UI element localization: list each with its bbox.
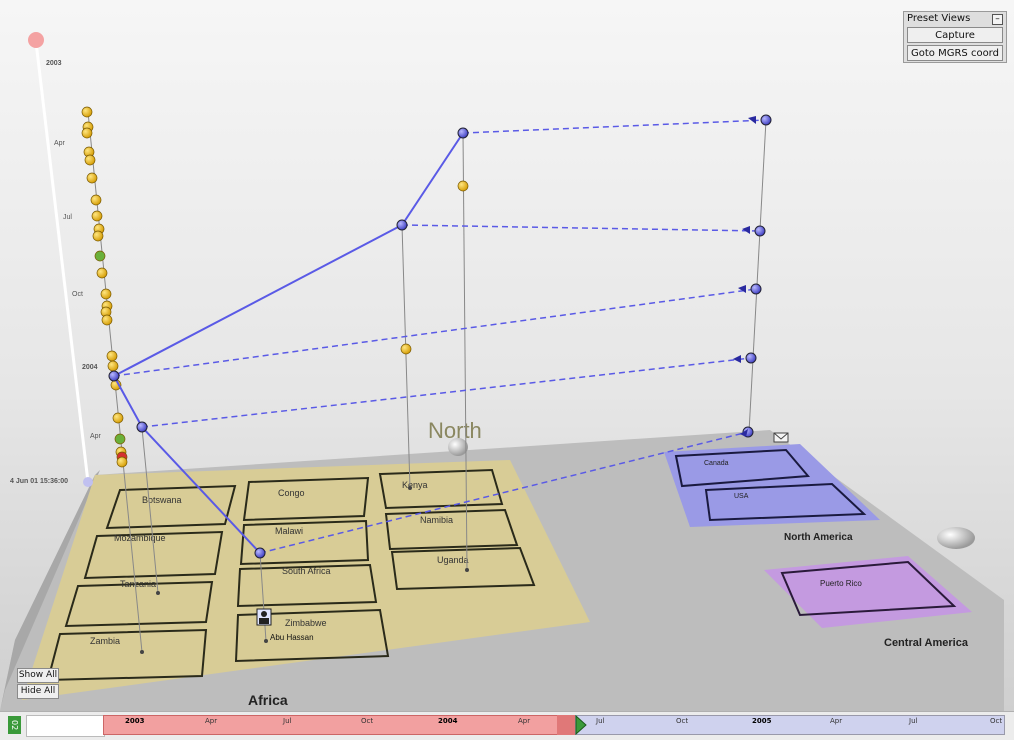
country-label: Kenya	[402, 480, 428, 490]
africa-map	[22, 460, 590, 700]
time-axis-label: Apr	[54, 140, 66, 147]
country-label: Zambia	[90, 636, 120, 646]
event-marker[interactable]	[400, 343, 412, 355]
current-time-label: 4 Jun 01 15:36:00	[10, 478, 68, 485]
timeline-selection[interactable]	[557, 715, 575, 735]
time-axis-label: 2003	[46, 60, 62, 67]
preset-views-panel: Preset Views – Capture Goto MGRS coord	[903, 11, 1007, 63]
timeline-tick-label: Jul	[283, 717, 292, 725]
timeline-tick-label: Jul	[909, 717, 918, 725]
hide-all-button[interactable]: Hide All	[17, 684, 59, 699]
arrowheads	[733, 116, 756, 437]
country-label: Malawi	[275, 526, 303, 536]
region-label-africa: Africa	[248, 692, 288, 708]
play-handle-icon[interactable]	[575, 715, 587, 735]
timeline-future-range[interactable]	[575, 715, 1005, 735]
event-marker[interactable]	[106, 350, 118, 362]
goto-mgrs-button[interactable]: Goto MGRS coord	[907, 45, 1003, 61]
country-label: Botswana	[142, 495, 182, 505]
projection-lines	[113, 119, 767, 554]
entity-name-label: Abu Hassan	[270, 633, 314, 642]
timeline-tick-label: 2003	[125, 717, 145, 725]
person-silhouette-icon[interactable]	[256, 608, 272, 626]
event-marker[interactable]	[91, 210, 103, 222]
country-label: Zimbabwe	[285, 618, 327, 628]
timeline-tick-label: Apr	[205, 717, 218, 725]
timeline-tick-label: Jul	[596, 717, 605, 725]
event-marker[interactable]	[107, 360, 119, 372]
envelope-icon[interactable]	[773, 432, 789, 443]
country-label: South Africa	[282, 566, 331, 576]
timeline-tick-label: Oct	[361, 717, 374, 725]
country-label: Mozambique	[114, 533, 166, 543]
minimize-icon[interactable]: –	[992, 14, 1003, 25]
event-marker[interactable]	[114, 433, 126, 445]
country-label: Namibia	[420, 515, 453, 525]
north-america-map	[664, 444, 880, 527]
event-marker[interactable]	[112, 412, 124, 424]
timeline-blank	[26, 715, 105, 737]
time-axis-label: 2004	[82, 364, 98, 371]
event-marker[interactable]	[94, 250, 106, 262]
preset-views-title: Preset Views	[907, 13, 971, 24]
africa-country-boxes	[46, 468, 536, 682]
event-marker[interactable]	[84, 154, 96, 166]
show-all-button[interactable]: Show All	[17, 668, 59, 683]
event-marker[interactable]	[90, 194, 102, 206]
event-marker[interactable]	[81, 127, 93, 139]
compass-sphere	[448, 438, 468, 456]
timeline-tick-label: 2005	[752, 717, 772, 725]
country-label: Canada	[704, 460, 729, 467]
country-label: USA	[734, 493, 749, 500]
region-label-north-america: North America	[784, 532, 853, 543]
event-marker[interactable]	[101, 314, 113, 326]
timeline-tick-label: Oct	[990, 717, 1003, 725]
timeline-past-range[interactable]	[103, 715, 573, 735]
time-axis-current-marker[interactable]	[83, 477, 93, 487]
timeline-tick-label: Oct	[676, 717, 689, 725]
orientation-sphere[interactable]	[937, 527, 975, 549]
time-axis-label: Oct	[72, 291, 83, 298]
country-label: Puerto Rico	[820, 579, 862, 588]
country-label: Tanzania	[120, 579, 156, 589]
event-marker[interactable]	[116, 456, 128, 468]
event-marker[interactable]	[81, 106, 93, 118]
timeline-tick-label: 2004	[438, 717, 458, 725]
region-label-central-america: Central America	[884, 637, 969, 649]
timeline-tick-label: Apr	[830, 717, 843, 725]
time-axis-label: Jul	[63, 214, 72, 221]
capture-button[interactable]: Capture	[907, 27, 1003, 43]
country-label: Uganda	[437, 555, 469, 565]
time-axis-label: Apr	[90, 433, 102, 440]
time-axis	[34, 41, 90, 483]
event-markers[interactable]	[81, 106, 469, 468]
event-marker[interactable]	[457, 180, 469, 192]
path-nodes[interactable]	[108, 114, 772, 559]
time-axis-top-marker[interactable]	[28, 32, 44, 48]
country-label: Congo	[278, 488, 305, 498]
timeline-badge[interactable]: 02	[8, 716, 21, 734]
timeline-bar[interactable]: 02 2003 Apr Jul Oct 2004 Apr Jul Oct 2005 Apr Jul O…	[0, 711, 1014, 740]
timeline-tick-label: Apr	[518, 717, 531, 725]
event-marker[interactable]	[96, 267, 108, 279]
event-marker[interactable]	[92, 230, 104, 242]
event-marker[interactable]	[86, 172, 98, 184]
event-marker[interactable]	[100, 288, 112, 300]
